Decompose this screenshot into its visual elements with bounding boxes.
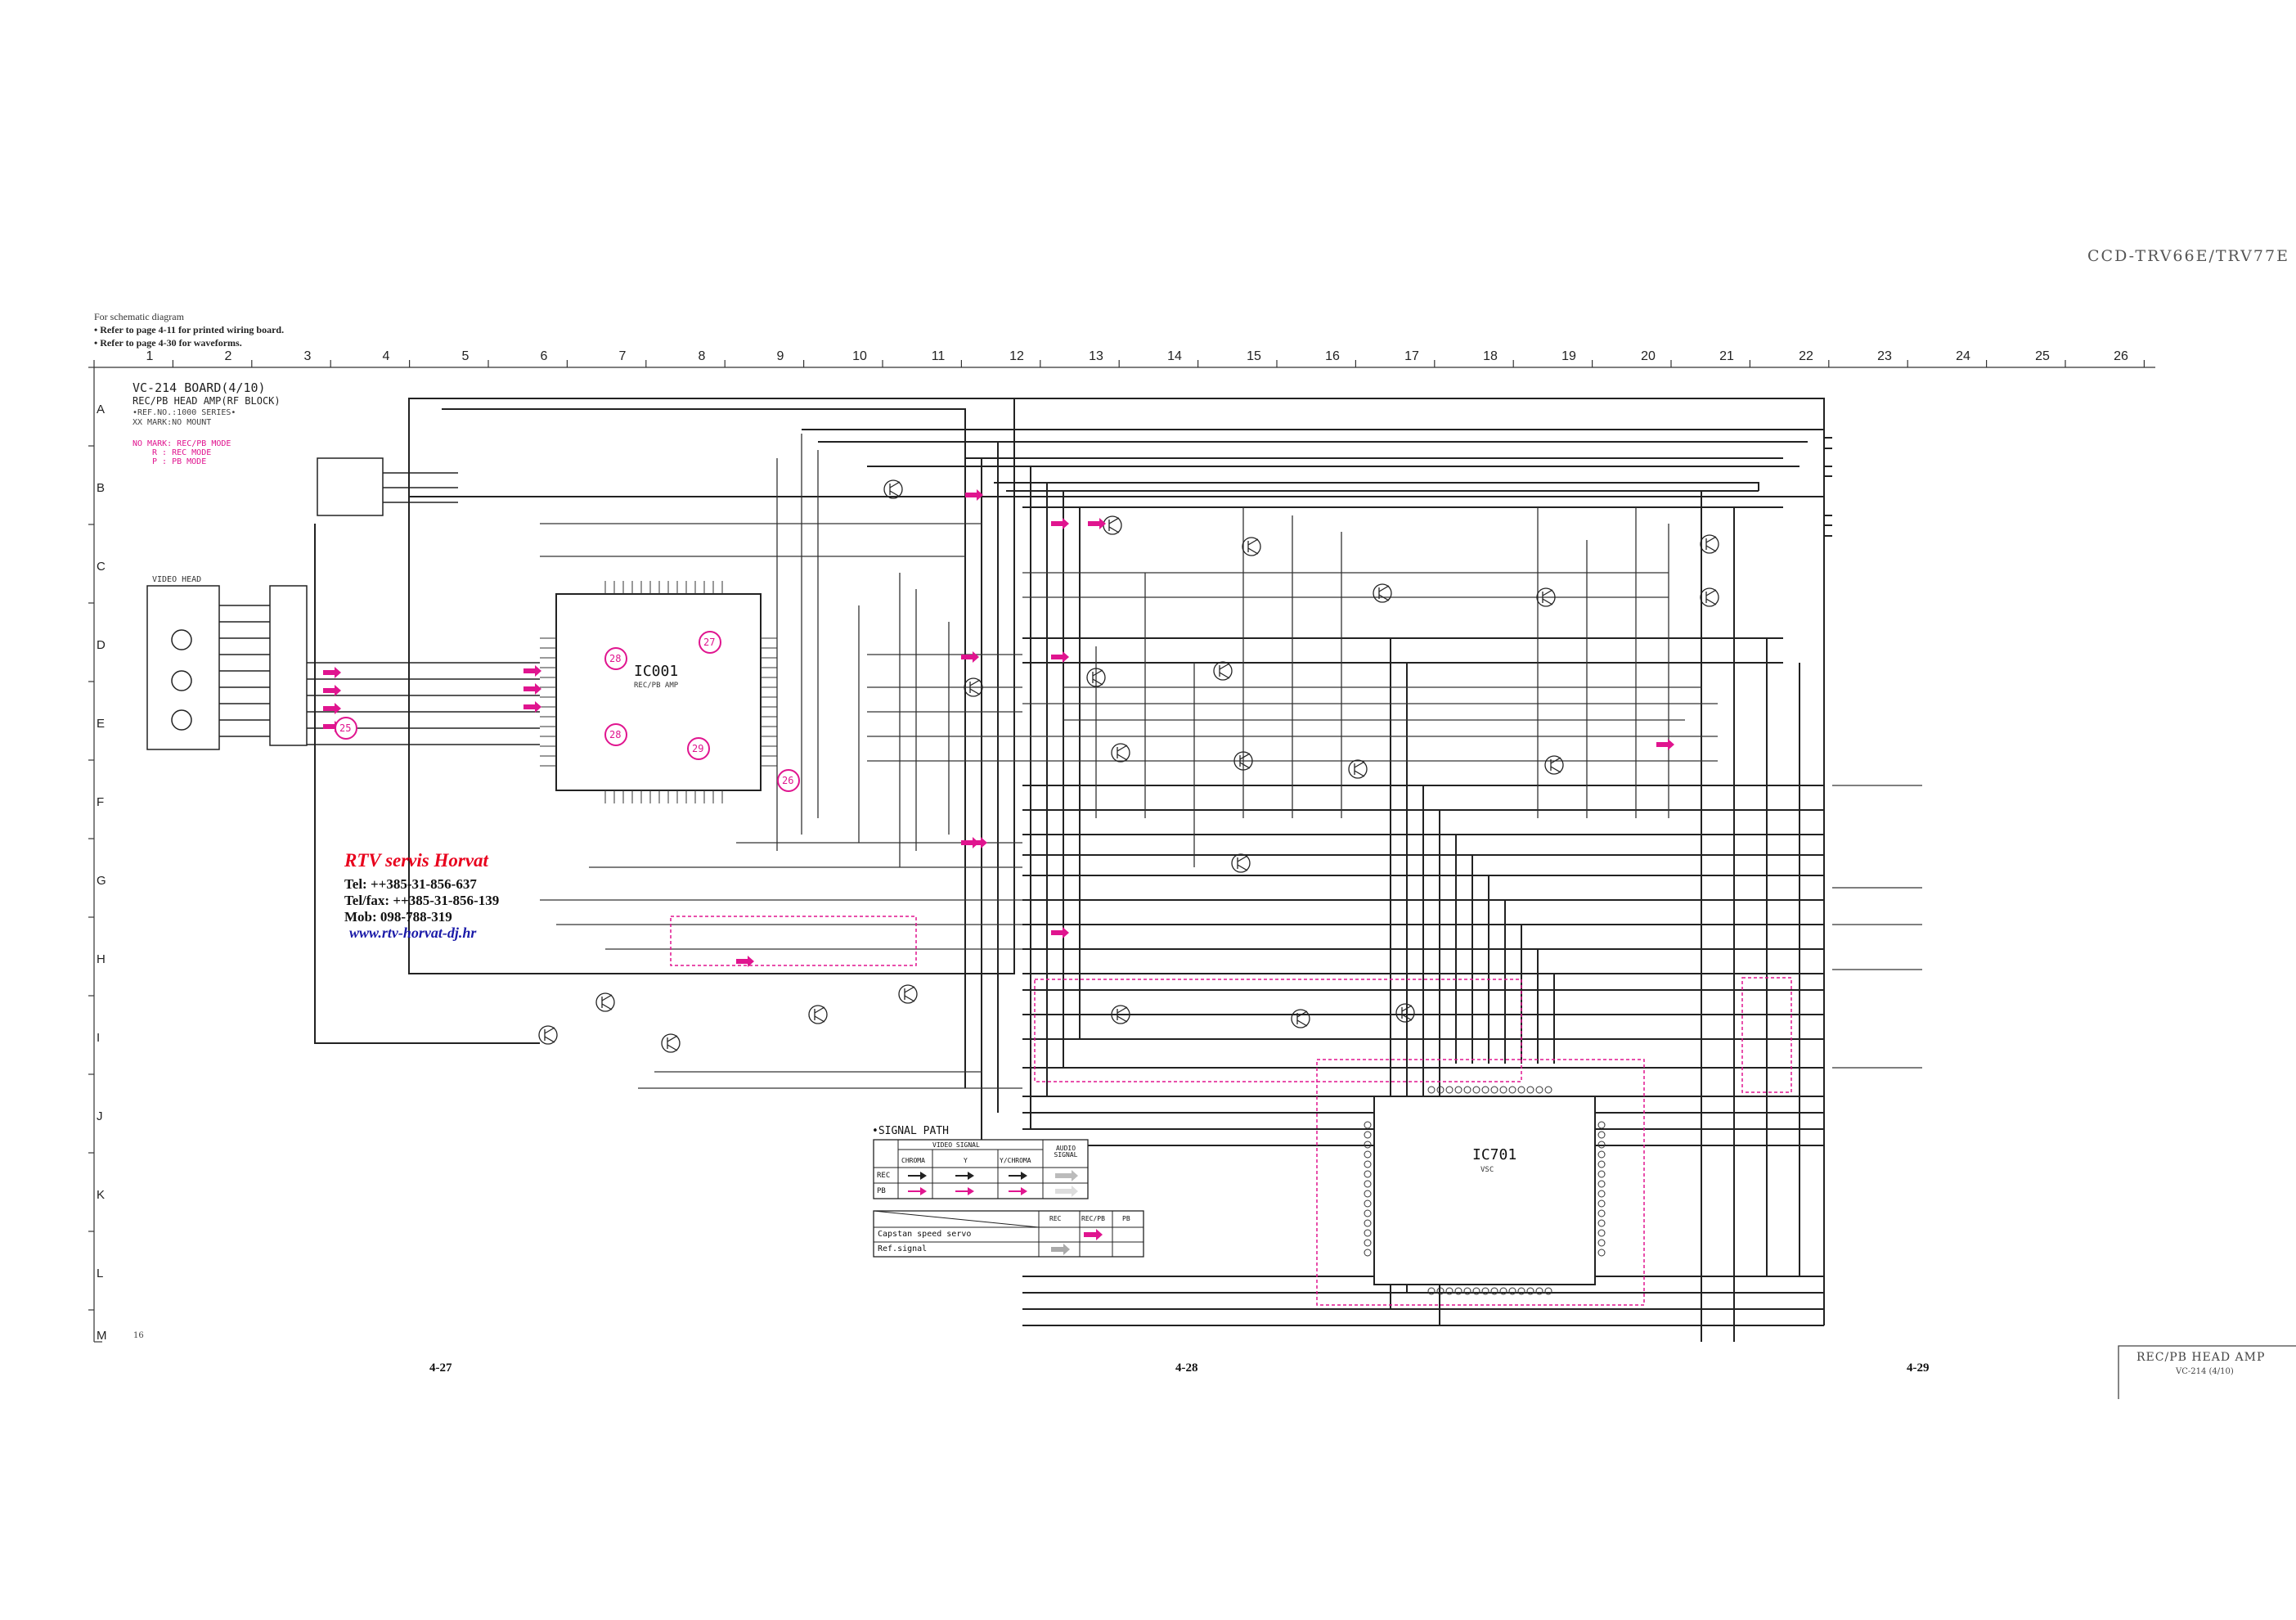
grid-row-b: B: [97, 481, 106, 495]
grid-row-d: D: [97, 638, 106, 652]
grid-row-l: L: [97, 1267, 104, 1280]
probe-28a: 28: [609, 653, 622, 664]
grid-row-k: K: [97, 1188, 106, 1202]
grid-col-7: 7: [618, 349, 627, 363]
stamp-company: RTV servis Horvat: [344, 850, 488, 871]
probe-27: 27: [703, 637, 716, 648]
grid-row-i: I: [97, 1031, 101, 1045]
grid-col-23: 23: [1877, 349, 1892, 363]
servo-col-pb: PB: [1122, 1215, 1130, 1222]
signal-path-row-rec: REC: [877, 1172, 891, 1180]
grid-col-22: 22: [1799, 349, 1813, 363]
grid-row-c: C: [97, 560, 106, 574]
mode-legend-2: R : REC MODE: [152, 448, 212, 457]
model-title: CCD-TRV66E/TRV77E: [2087, 247, 2289, 265]
ic001-sublabel: REC/PB AMP: [634, 682, 679, 690]
signal-path-group: VIDEO SIGNAL: [932, 1141, 980, 1149]
grid-col-10: 10: [852, 349, 867, 363]
grid-col-12: 12: [1009, 349, 1024, 363]
footer-sheet-number: 16: [133, 1331, 144, 1340]
grid-col-20: 20: [1641, 349, 1656, 363]
probe-29: 29: [692, 743, 704, 754]
grid-row-m: M: [97, 1329, 107, 1343]
grid-col-25: 25: [2035, 349, 2050, 363]
stamp-mob: Mob: 098-788-319: [344, 909, 452, 925]
servo-row-ref: Ref.signal: [878, 1244, 928, 1253]
probe-26: 26: [782, 775, 794, 786]
grid-col-15: 15: [1247, 349, 1261, 363]
board-ref-no: •REF.NO.:1000 SERIES•: [133, 408, 236, 417]
grid-col-17: 17: [1404, 349, 1419, 363]
grid-row-j: J: [97, 1109, 103, 1123]
grid-row-f: F: [97, 795, 105, 809]
servo-col-rec: REC: [1049, 1215, 1062, 1222]
ic001-label: IC001: [634, 663, 679, 680]
video-head-label: VIDEO HEAD: [152, 575, 202, 584]
grid-row-a: A: [97, 403, 106, 416]
grid-col-11: 11: [931, 349, 946, 363]
grid-col-4: 4: [382, 349, 390, 363]
grid-col-3: 3: [303, 349, 312, 363]
signal-path-title: •SIGNAL PATH: [872, 1125, 949, 1137]
grid-col-16: 16: [1325, 349, 1340, 363]
probe-28b: 28: [609, 729, 622, 740]
grid-col-19: 19: [1561, 349, 1576, 363]
ref-header: For schematic diagram: [94, 311, 184, 322]
grid-col-21: 21: [1719, 349, 1734, 363]
page-number-middle: 4-28: [1175, 1361, 1198, 1375]
footer-title: REC/PB HEAD AMP: [2136, 1351, 2266, 1364]
ic701-label: IC701: [1472, 1146, 1517, 1163]
signal-path-row-pb: PB: [877, 1187, 886, 1195]
stamp-fax: Tel/fax: ++385-31-856-139: [344, 893, 500, 908]
signal-path-col-ychroma: Y/CHROMA: [1000, 1157, 1031, 1164]
signal-path-col-y: Y: [964, 1157, 968, 1164]
servo-row-capstan: Capstan speed servo: [878, 1230, 972, 1239]
grid-col-13: 13: [1089, 349, 1103, 363]
grid-col-1: 1: [146, 349, 154, 363]
grid-col-8: 8: [698, 349, 706, 363]
grid-col-6: 6: [540, 349, 548, 363]
board-title: VC-214 BOARD(4/10): [133, 380, 266, 395]
servo-col-recpb: REC/PB: [1081, 1215, 1105, 1222]
grid-row-g: G: [97, 874, 106, 888]
board-mount: XX MARK:NO MOUNT: [133, 418, 212, 427]
signal-path-col-chroma: CHROMA: [901, 1157, 925, 1164]
signal-path-col-audio: AUDIO SIGNAL: [1054, 1145, 1078, 1159]
stamp-tel: Tel: ++385-31-856-637: [344, 876, 477, 892]
mode-legend-3: P : PB MODE: [152, 457, 207, 466]
grid-col-14: 14: [1167, 349, 1182, 363]
footer-sub: VC-214 (4/10): [2176, 1367, 2234, 1376]
grid-row-e: E: [97, 717, 106, 731]
grid-col-26: 26: [2114, 349, 2128, 363]
grid-col-2: 2: [224, 349, 232, 363]
mode-legend-1: NO MARK: REC/PB MODE: [133, 439, 231, 448]
grid-col-9: 9: [776, 349, 784, 363]
grid-col-5: 5: [461, 349, 470, 363]
board-subtitle: REC/PB HEAD AMP(RF BLOCK): [133, 395, 281, 407]
probe-25: 25: [339, 722, 352, 734]
ref-note-1: • Refer to page 4-11 for printed wiring …: [94, 324, 285, 335]
grid-col-18: 18: [1483, 349, 1498, 363]
ic701-sublabel: VSC: [1480, 1166, 1494, 1174]
stamp-url: www.rtv-horvat-dj.hr: [349, 925, 477, 941]
grid-row-h: H: [97, 952, 106, 966]
ref-note-2: • Refer to page 4-30 for waveforms.: [94, 337, 242, 349]
page-number-right: 4-29: [1907, 1361, 1930, 1375]
grid-col-24: 24: [1956, 349, 1970, 363]
page-number-left: 4-27: [429, 1361, 452, 1375]
